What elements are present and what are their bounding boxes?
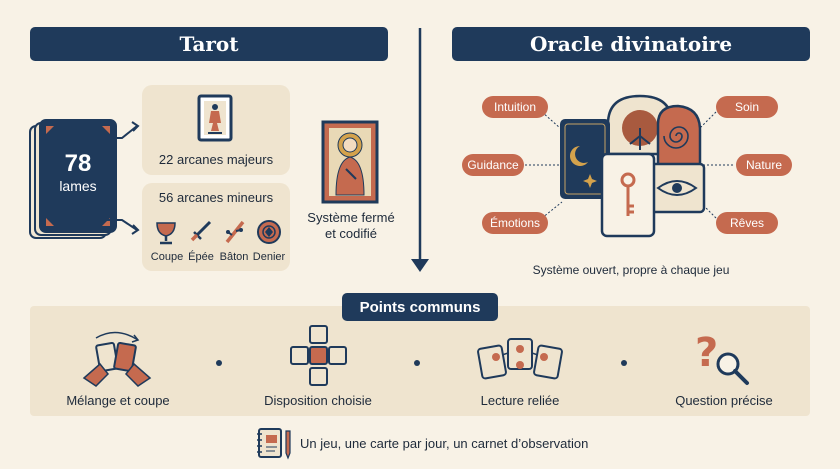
minor-arcana-label: 56 arcanes mineurs [158,190,274,205]
deck-icon [29,119,117,239]
separator-dot [621,360,627,366]
suit-label-epee: Épée [188,251,214,263]
linked-cards-icon [477,338,563,380]
suit-label-baton: Bâton [219,251,249,263]
common-item-reading: Lecture reliée [480,393,560,408]
svg-text:?: ? [695,330,718,376]
common-item-shuffle: Mélange et coupe [66,393,170,408]
tarot-title: Tarot [179,32,239,56]
tarot-system-label: Système fermé et codifié [307,210,395,241]
oracle-card-cluster [560,94,706,238]
major-arcana-label: 22 arcanes majeurs [158,152,274,167]
tarot-title-banner: Tarot [30,27,388,61]
card-spread-icon [290,325,347,386]
notebook-icon [257,428,291,460]
oracle-title: Oracle divinatoire [529,32,733,56]
common-title: Points communs [359,298,481,316]
separator-dot [216,360,222,366]
theme-guidance: Guidance [462,154,524,176]
cup-icon [156,222,176,245]
oracle-caption: Système ouvert, propre à chaque jeu [532,263,730,277]
separator-dot [414,360,420,366]
deck-count: 78 [64,150,92,177]
common-panel [30,306,810,416]
question-magnifier-icon: ? [695,330,749,385]
major-card-icon [197,94,233,142]
suit-label-denier: Denier [252,251,286,263]
coin-icon [257,220,281,244]
saint-icon [321,120,379,204]
shuffle-hands-icon [82,331,152,387]
theme-reves: Rêves [716,212,778,234]
footer-text: Un jeu, une carte par jour, un carnet d’… [300,436,589,451]
oracle-title-banner: Oracle divinatoire [452,27,810,61]
theme-emotions: Émotions [482,212,548,234]
deck-count-block: 78 lames [42,150,114,194]
theme-nature: Nature [736,154,792,176]
common-item-question: Question précise [675,393,773,408]
suit-label-coupe: Coupe [150,251,184,263]
deck-label: lames [59,178,97,194]
staff-icon [225,220,245,244]
common-item-layout: Disposition choisie [264,393,372,408]
common-title-banner: Points communs [342,293,498,321]
theme-intuition: Intuition [482,96,548,118]
theme-soin: Soin [716,96,778,118]
sword-icon [190,220,212,242]
